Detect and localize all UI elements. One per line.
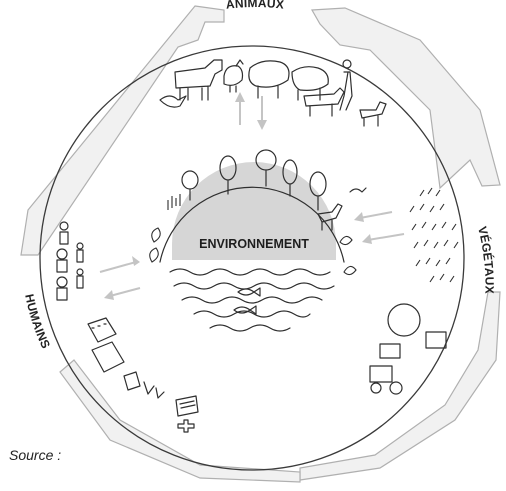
chicken-icon <box>224 60 243 92</box>
arrows-humans-environment <box>100 256 140 300</box>
source-label: Source : <box>9 447 61 463</box>
person-icon <box>57 277 67 300</box>
sector-label-plants: VÉGÉTAUX <box>475 225 496 294</box>
band-segment-plants <box>300 292 500 480</box>
arrows-animals-environment <box>235 92 267 130</box>
water-waves <box>170 269 334 331</box>
goat-icon <box>304 88 344 116</box>
crate-icon <box>380 344 400 358</box>
animals-icons <box>160 60 386 126</box>
farmer-icon <box>340 60 352 110</box>
environment-label: ENVIRONNEMENT <box>199 237 309 251</box>
small-bird-icon <box>350 188 366 192</box>
medical-cross-icon <box>178 420 194 432</box>
tree-small-icon <box>144 382 164 398</box>
cow-icon <box>175 60 222 100</box>
dog-icon <box>360 102 386 126</box>
person-icon <box>57 249 67 272</box>
environment-globe: ENVIRONNEMENT <box>160 162 344 262</box>
plants-icons <box>370 188 458 394</box>
document-icon <box>176 396 198 416</box>
greenhouse-icon <box>388 304 446 348</box>
arrows-plants-environment <box>354 212 404 244</box>
hospital-building-icon <box>88 318 116 342</box>
sector-label-animals: ANIMAUX <box>225 0 285 12</box>
bird-icon <box>160 96 186 107</box>
band-segment-animals-right <box>312 8 500 188</box>
person-icon <box>77 269 83 288</box>
shop-icon <box>124 372 140 390</box>
band-segment-humans <box>60 360 300 482</box>
tractor-icon <box>370 366 402 394</box>
person-icon <box>60 222 68 244</box>
sector-label-humans: HUMAINS <box>22 293 53 351</box>
person-icon <box>77 243 83 262</box>
sheep-icon <box>249 61 289 98</box>
building-icon <box>92 342 124 372</box>
